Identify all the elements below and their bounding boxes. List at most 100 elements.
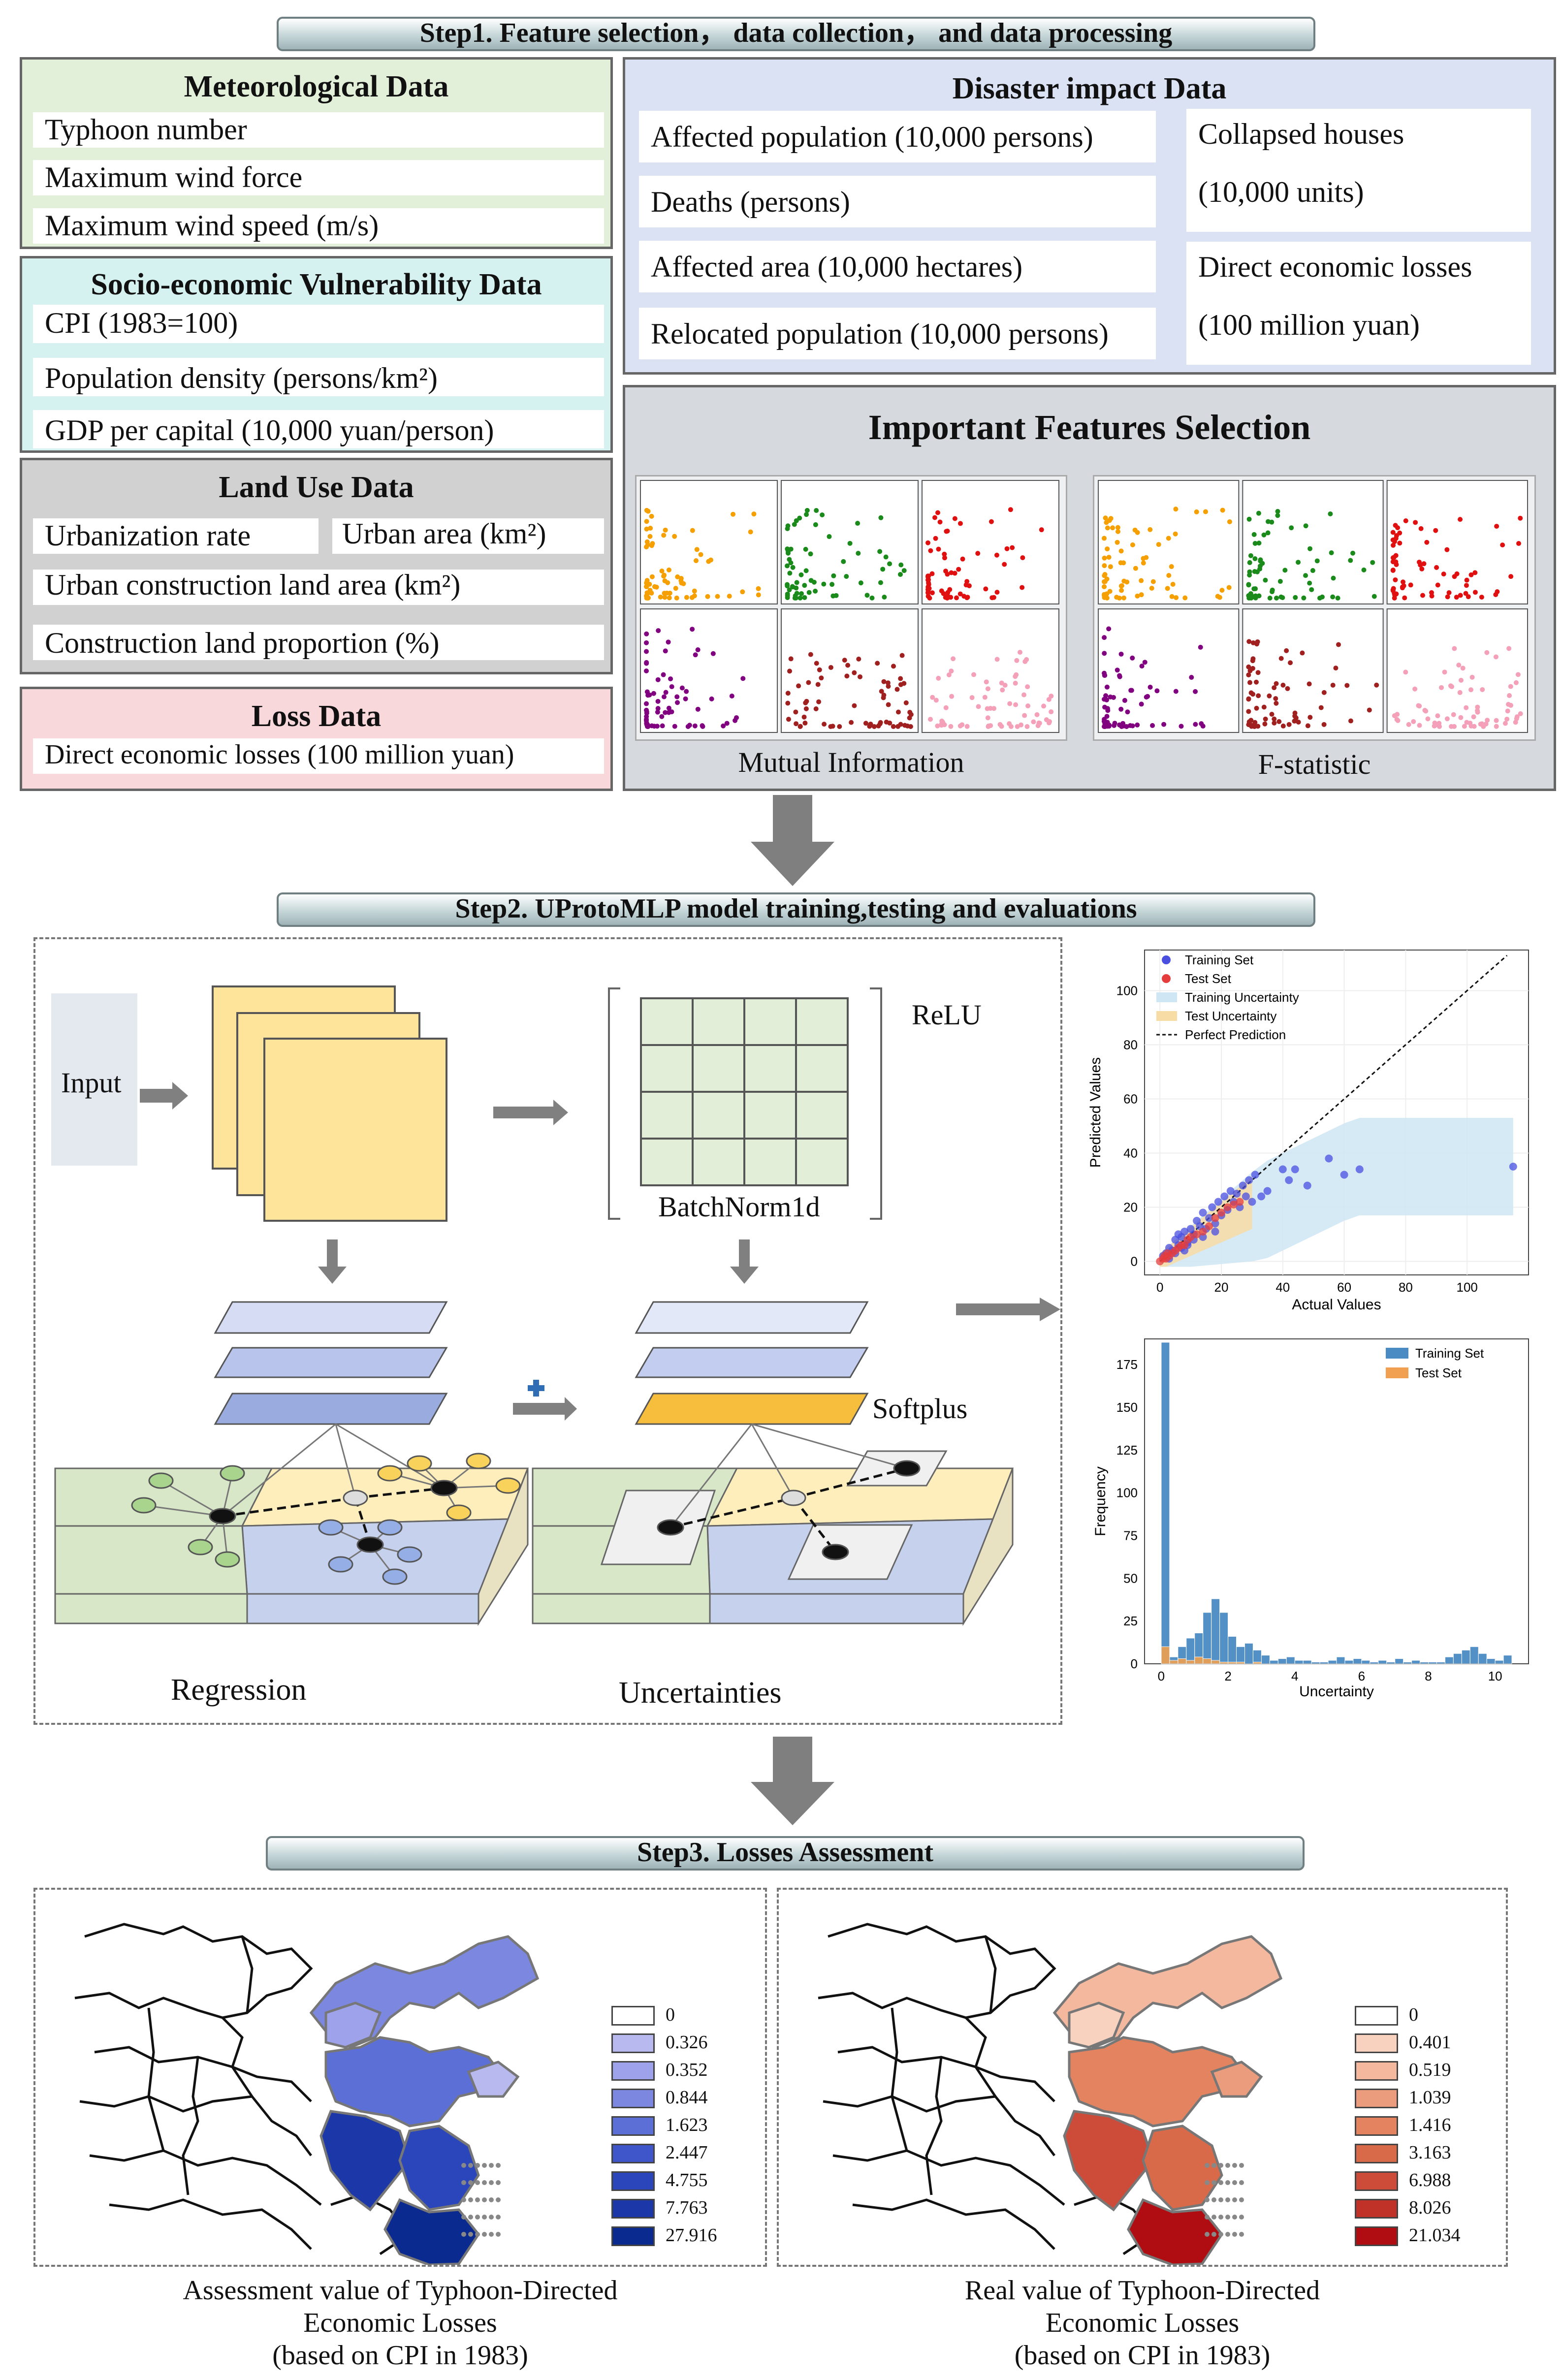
mini-scatter-point [790,565,796,570]
mini-scatter-point [1502,721,1508,726]
histogram-legend-marker [1386,1348,1408,1359]
training-point [1278,1165,1287,1174]
mini-scatter-point [1031,719,1036,725]
mini-scatter-point [644,661,649,666]
mini-scatter-point [1458,593,1463,598]
island [1205,2180,1210,2185]
mini-scatter-point [644,508,649,513]
softplus-layer [635,1393,869,1425]
mini-scatter-point [1107,589,1113,594]
mini-scatter-point [1435,713,1440,719]
mini-scatter-point [1165,586,1170,591]
test-hist-bar [1194,1656,1204,1664]
mini-scatter-point [1105,546,1110,552]
island [1239,2215,1244,2220]
mini-scatter-point [663,527,668,533]
training-hist-bar [1277,1658,1287,1664]
mini-scatter-point [1148,684,1153,690]
mini-scatter-point [660,723,665,729]
mini-scatter-point [675,574,680,579]
mini-scatter-point [925,573,931,579]
training-hist-bar [1303,1660,1312,1664]
mini-scatter-point [684,689,689,694]
mini-scatter-point [1479,595,1484,600]
mini-scatter-point [1130,655,1135,661]
mini-scatter-point [694,547,700,552]
mini-scatter-point [844,574,849,579]
island [1211,2180,1216,2185]
right-layer-1 [635,1301,869,1334]
island [482,2232,487,2237]
legend-row: 3.163 [1355,2141,1502,2165]
mini-scatter-point [1318,705,1324,710]
mini-scatter-point [1471,714,1476,720]
mini-scatter-point [644,668,649,673]
legend-row: 0.352 [611,2058,759,2083]
training-point [1263,1187,1272,1195]
mini-scatter-point [932,515,937,520]
island [468,2197,473,2202]
histogram-ytick-label: 150 [1116,1400,1138,1415]
island [468,2232,473,2237]
mini-scatter-point [815,682,821,687]
island [1239,2232,1244,2237]
mini-scatter-point [644,544,649,550]
assessment-caption-line-2: Economic Losses [303,2308,497,2338]
mini-scatter-point [945,590,951,595]
real-value-caption-line-2: Economic Losses [1045,2308,1240,2338]
real-value-caption-line-1: Real value of Typhoon-Directed [964,2275,1320,2306]
scatter-legend-label: Training Uncertainty [1185,990,1299,1005]
legend-row: 6.988 [1355,2168,1502,2193]
mini-scatter-point [693,558,699,564]
histogram-ytick-label: 100 [1116,1486,1138,1500]
island [482,2197,487,2202]
training-point [1211,1219,1219,1228]
mini-scatter-point [731,511,736,517]
mini-scatter-point [1246,664,1251,669]
mini-scatter-point [1141,560,1146,566]
mini-scatter-point [1010,545,1015,550]
test-hist-bar [1178,1658,1187,1664]
mini-scatter-point [1049,694,1054,699]
mini-scatter-point [1170,581,1176,587]
histogram-xlabel: Uncertainty [1299,1683,1374,1700]
mini-scatter-point [644,539,650,544]
training-hist-bar [1203,1612,1212,1664]
mini-scatter-point [674,694,680,699]
legend-label: 8.026 [1409,2197,1451,2218]
mini-scatter-point [740,676,746,681]
mini-scatter-point [1370,560,1375,565]
mini-scatter-point [1454,571,1460,576]
mini-scatter-point [756,586,761,591]
mini-scatter-point [803,546,808,552]
training-hist-bar [1486,1658,1496,1664]
mini-scatter-point [1419,566,1425,571]
mini-scatter-point [808,652,813,657]
mini-scatter-point [644,526,649,532]
mini-scatter-point [1438,685,1444,690]
island [496,2163,501,2168]
step2-banner: Step2. UProtoMLP model training,testing … [277,892,1315,927]
mini-scatter-point [1254,641,1260,647]
mini-scatter-point [1494,524,1499,529]
mini-scatter-point [1015,724,1020,729]
legend-row: 0.401 [1355,2031,1502,2055]
mini-scatter-point [891,664,896,669]
mini-scatter-point [695,706,701,712]
mini-scatter-point [1044,717,1049,723]
mini-scatter-point [1348,718,1353,724]
mini-scatter-point [687,723,692,728]
mini-scatter-point [1418,526,1424,531]
island [1239,2180,1244,2185]
mini-scatter-point [901,568,907,573]
mini-scatter-point [849,720,854,725]
mini-scatter-point [797,515,802,521]
mini-scatter-point [802,595,807,600]
training-hist-bar [1286,1656,1295,1664]
mini-scatter-point [1014,658,1020,663]
mini-scatter-point [1102,555,1107,561]
mini-scatter-point [1437,724,1442,729]
mini-scatter-point [1274,596,1279,601]
mini-scatter-point [1285,686,1290,691]
training-hist-bar [1395,1658,1404,1664]
